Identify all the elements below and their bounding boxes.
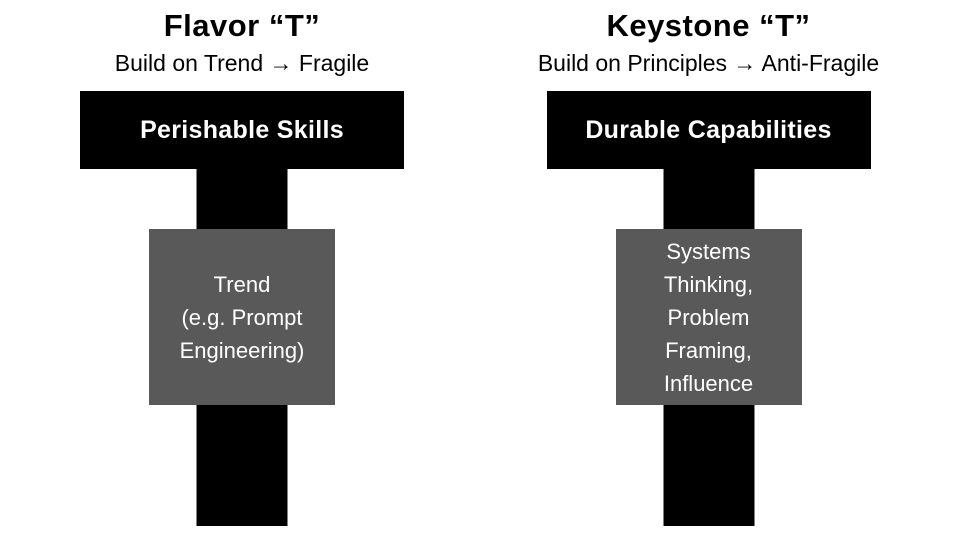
keystone-t-crossbar-label: Durable Capabilities — [585, 115, 832, 144]
keystone-t-subtitle: Build on Principles → Anti-Fragile — [537, 50, 880, 76]
flavor-t-subtitle: Build on Trend → Fragile — [114, 50, 370, 76]
keystone-t-center-box: Systems Thinking, Problem Framing, Influ… — [615, 229, 802, 405]
flavor-t-center-box: Trend (e.g. Prompt Engineering) — [149, 229, 335, 405]
flavor-t-title: Flavor “T” — [163, 8, 321, 43]
keystone-t-title: Keystone “T” — [606, 8, 811, 43]
flavor-t-crossbar-label: Perishable Skills — [140, 115, 344, 144]
keystone-t-diagram: Keystone “T” Build on Principles → Anti-… — [466, 0, 951, 540]
flavor-t-diagram: Flavor “T” Build on Trend → Fragile Peri… — [80, 8, 404, 526]
flavor-t-crossbar: Perishable Skills — [80, 91, 404, 169]
flavor-t-center-box-text: Trend (e.g. Prompt Engineering) — [179, 271, 305, 363]
keystone-t-center-box-text: Systems Thinking, Problem Framing, Influ… — [663, 238, 754, 396]
keystone-t-crossbar: Durable Capabilities — [546, 91, 871, 169]
